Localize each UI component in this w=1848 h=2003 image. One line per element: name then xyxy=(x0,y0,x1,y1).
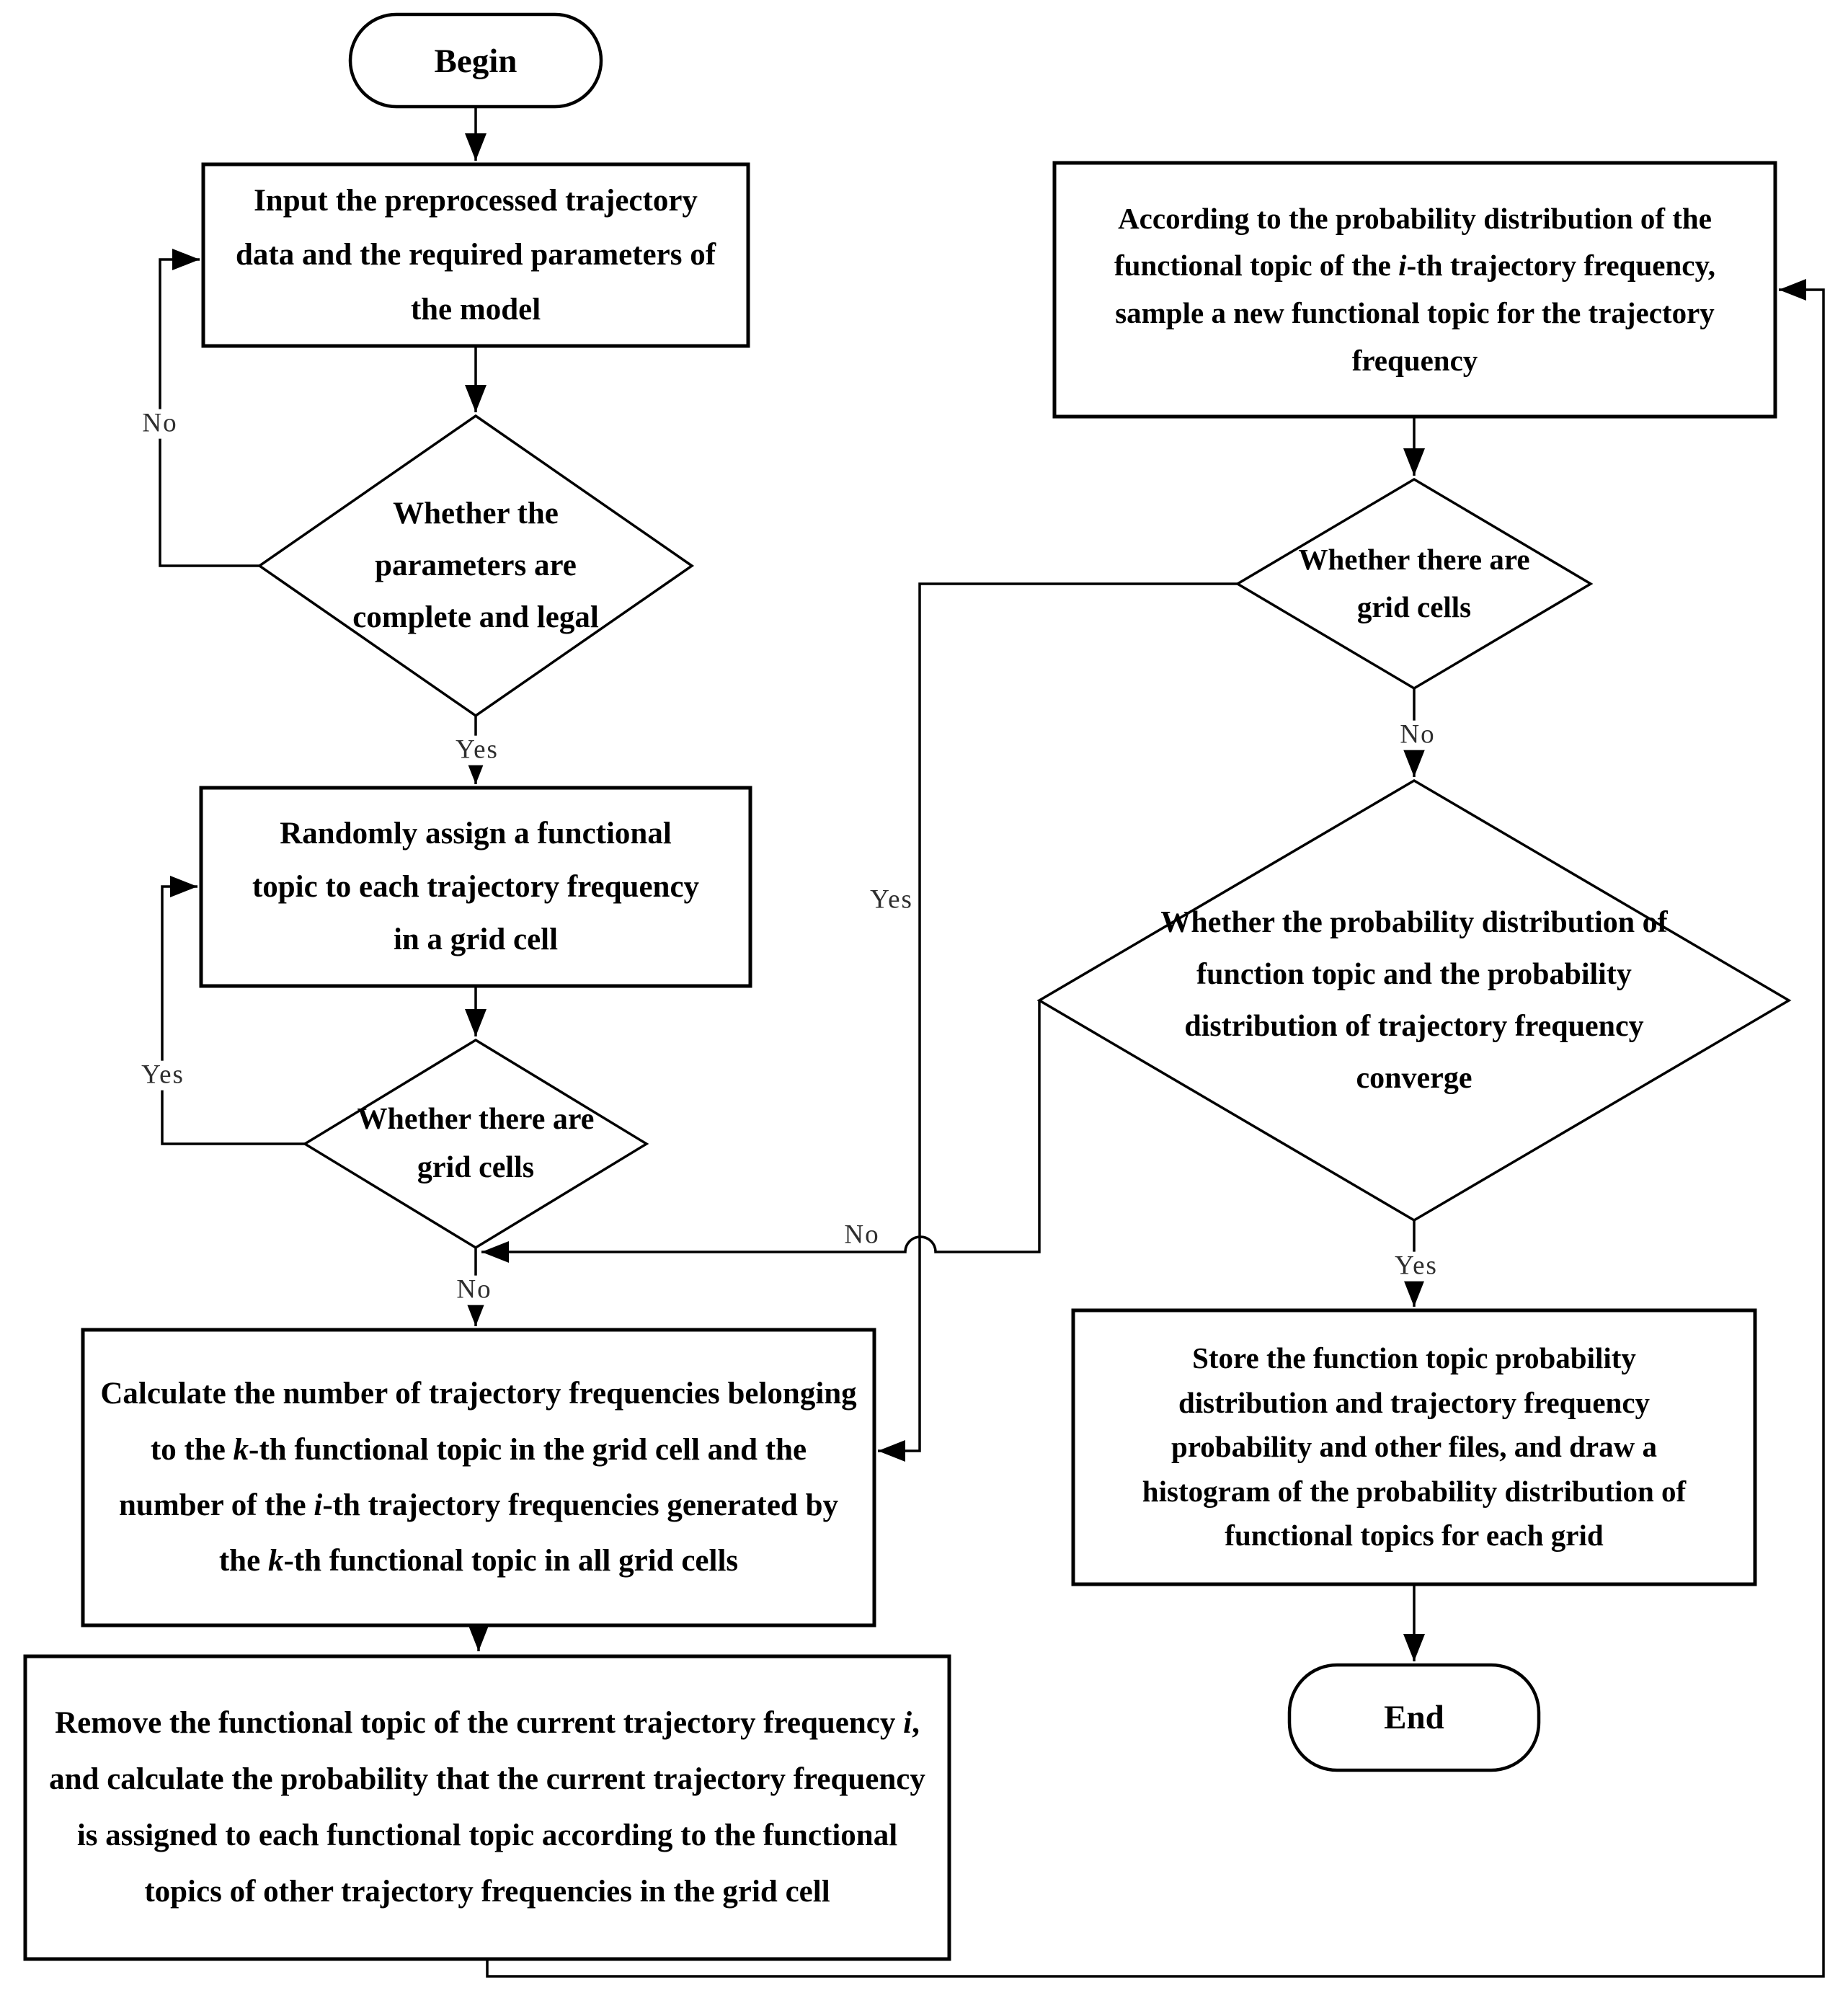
grid-cells-left-label: Whether there are grid cells xyxy=(357,1102,595,1184)
edge-label-grid-right-yes: Yes xyxy=(867,885,916,915)
edge-remove-to-sample-feedback xyxy=(486,279,1825,1978)
end-label: End xyxy=(1384,1699,1444,1736)
sample-new-label: According to the probability distributio… xyxy=(1090,163,1739,417)
edge-label-params-no: No xyxy=(139,409,181,439)
calculate-box-shape xyxy=(81,1328,876,1627)
calculate-var-k1: k xyxy=(233,1432,249,1467)
edge-label-converge-no: No xyxy=(844,1220,880,1250)
calculate-label-part: -th functional topic in all grid cells xyxy=(283,1544,739,1578)
calculate-label: Calculate the number of trajectory frequ… xyxy=(97,1330,861,1625)
edge-label-grid-right-no: No xyxy=(1397,720,1439,750)
remove-box-shape xyxy=(23,1654,951,1961)
store-box-shape xyxy=(1071,1308,1757,1586)
remove-label-part: Remove the functional topic of the curre… xyxy=(55,1705,904,1740)
edge-grid-right-yes xyxy=(878,582,1238,1462)
input-data-label: Input the preprocessed trajectory data a… xyxy=(235,184,716,327)
edge-label-params-yes: Yes xyxy=(453,735,502,765)
edge-converge-no xyxy=(481,1000,1041,1263)
remove-var-i: i xyxy=(903,1705,912,1740)
calculate-var-i: i xyxy=(314,1488,323,1522)
edge-label-grid-left-yes: Yes xyxy=(138,1060,187,1091)
calculate-label-part: Calculate the number of trajectory frequ… xyxy=(100,1377,857,1467)
edge-grid-left-yes-loop xyxy=(161,876,305,1145)
sample-new-label-part: According to the probability distributio… xyxy=(1114,201,1712,283)
sample-new-box-shape xyxy=(1052,161,1777,419)
edge-label-converge-yes: Yes xyxy=(1392,1251,1441,1282)
end-terminator-shape xyxy=(1287,1663,1541,1772)
converge-label: Whether the probability distribution of … xyxy=(1160,905,1668,1096)
calculate-label-part: -th functional topic in the grid cell an… xyxy=(119,1432,807,1522)
remove-label: Remove the functional topic of the curre… xyxy=(40,1656,934,1959)
grid-cells-right-label: Whether there are grid cells xyxy=(1298,543,1530,623)
random-assign-box-shape xyxy=(199,786,752,988)
remove-label-part: , and calculate the probability that the… xyxy=(49,1705,925,1909)
calculate-label-part: -th trajectory frequencies generated by … xyxy=(218,1488,838,1578)
random-assign-label: Randomly assign a functional topic to ea… xyxy=(252,816,700,957)
store-label: Store the function topic probability dis… xyxy=(1142,1341,1687,1553)
params-check-label: Whether the parameters are complete and … xyxy=(352,496,599,635)
begin-label: Begin xyxy=(434,43,517,80)
calculate-var-k2: k xyxy=(267,1544,284,1578)
edge-label-grid-left-no: No xyxy=(453,1275,495,1305)
sample-new-label-part: -th trajectory frequency, sample a new f… xyxy=(1115,249,1715,377)
sample-new-var-i: i xyxy=(1398,249,1407,283)
input-data-box-shape xyxy=(201,162,750,348)
